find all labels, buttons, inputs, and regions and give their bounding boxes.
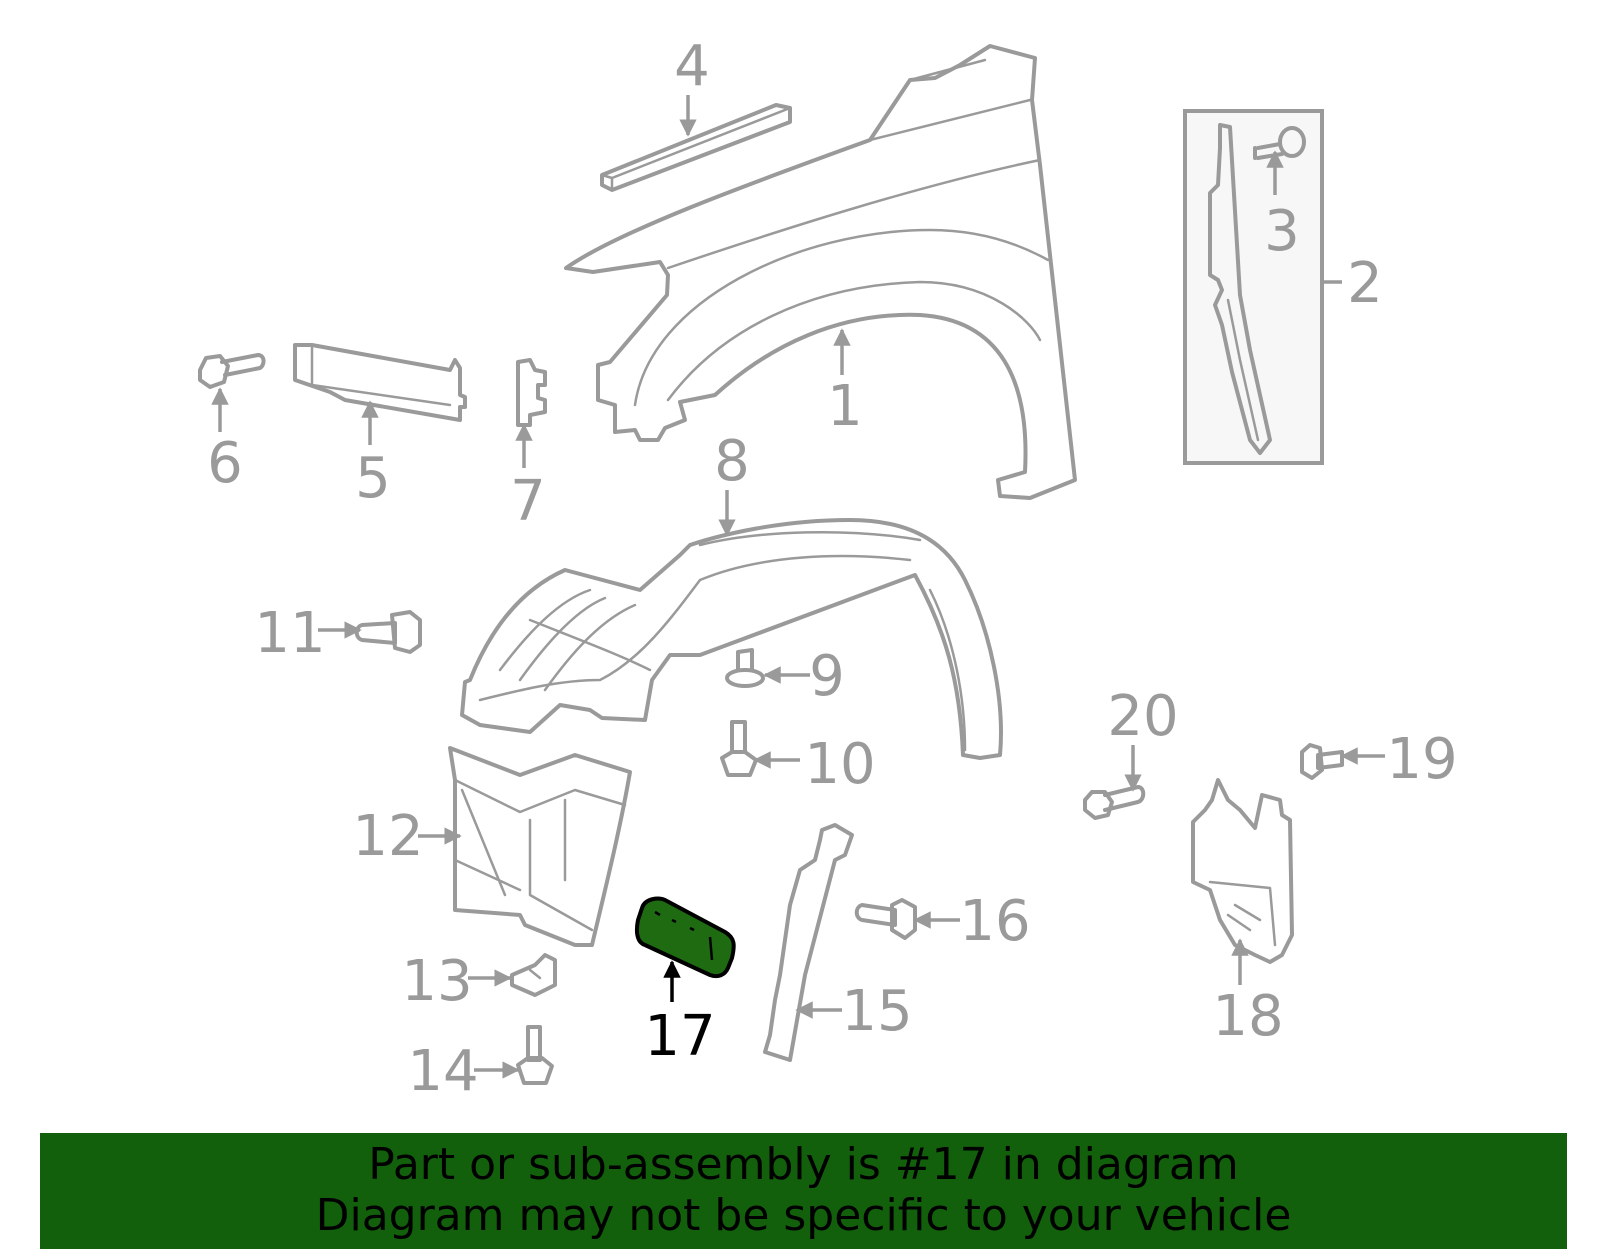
part-20-bolt xyxy=(1083,785,1146,820)
part-19-screw xyxy=(1300,743,1344,780)
callout-2: 2 xyxy=(1347,251,1383,316)
callout-19: 19 xyxy=(1386,727,1457,792)
part-7-clip xyxy=(516,358,547,427)
part-12-liner-panel xyxy=(448,746,632,947)
callout-3: 3 xyxy=(1264,199,1300,264)
part-5-bracket xyxy=(293,343,467,422)
banner-line-disclaimer: Diagram may not be specific to your vehi… xyxy=(315,1190,1292,1241)
callout-6: 6 xyxy=(207,431,243,496)
part-6-bolt xyxy=(198,353,266,389)
callout-1: 1 xyxy=(827,374,863,439)
callout-10: 10 xyxy=(804,732,875,797)
part-1-fender xyxy=(564,44,1077,500)
callout-20: 20 xyxy=(1107,684,1178,749)
part-18-mudflap xyxy=(1191,778,1294,964)
leader-arrows xyxy=(211,95,1385,1079)
callout-13: 13 xyxy=(401,949,472,1014)
info-banner: Part or sub-assembly is #17 in diagram D… xyxy=(40,1133,1567,1249)
part-14-bolt xyxy=(516,1025,554,1085)
part-13-clip xyxy=(510,953,557,997)
part-17-pad-highlighted xyxy=(634,896,736,979)
part-2-seal-assembly xyxy=(1183,109,1324,465)
callout-16: 16 xyxy=(959,889,1030,954)
callout-9: 9 xyxy=(809,644,845,709)
part-9-clip xyxy=(725,648,765,688)
part-16-bolt xyxy=(854,898,917,940)
callout-14: 14 xyxy=(407,1039,478,1104)
part-4-strip xyxy=(600,103,792,192)
callout-labels: 1 2 3 4 5 6 7 8 9 10 11 12 13 14 15 16 1… xyxy=(207,34,1457,1104)
callout-17-highlighted: 17 xyxy=(644,1004,715,1069)
part-8-fender-liner xyxy=(460,518,1003,760)
callout-18: 18 xyxy=(1212,984,1283,1049)
callout-8: 8 xyxy=(714,429,750,494)
banner-line-part: Part or sub-assembly is #17 in diagram xyxy=(368,1139,1239,1190)
part-10-bolt xyxy=(720,720,758,777)
part-15-strip xyxy=(763,823,854,1062)
callout-12: 12 xyxy=(352,804,423,869)
callout-15: 15 xyxy=(841,979,912,1044)
callout-5: 5 xyxy=(355,446,391,511)
callout-7: 7 xyxy=(510,469,546,534)
callout-4: 4 xyxy=(674,34,710,99)
callout-11: 11 xyxy=(254,601,325,666)
part-11-bolt xyxy=(354,610,422,654)
